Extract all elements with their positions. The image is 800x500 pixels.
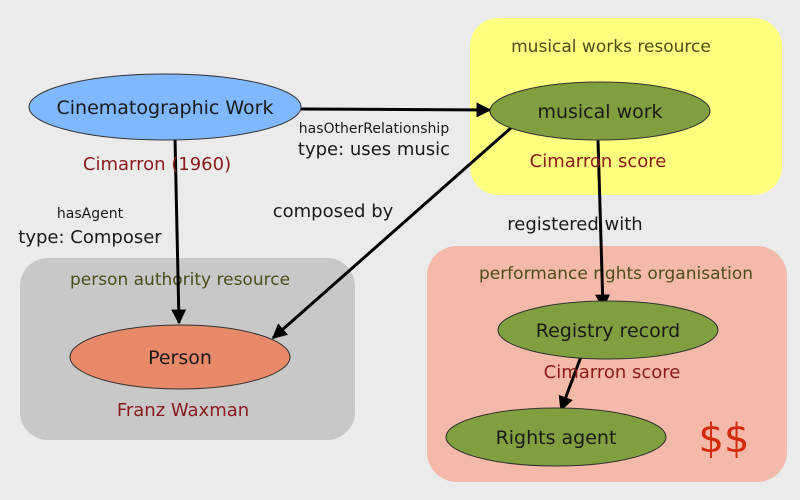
- musical-work-ellipse: [489, 81, 711, 141]
- registry-record-node: Registry record: [497, 300, 719, 360]
- cinematographic-work-label: Cinematographic Work: [57, 97, 274, 119]
- person-instance: Franz Waxman: [117, 400, 249, 421]
- has-other-relationship-label: hasOtherRelationship: [299, 121, 450, 137]
- musical-works-region-title: musical works resource: [511, 37, 711, 57]
- money-annotation: $$: [699, 416, 750, 462]
- cinematographic-work-ellipse: [28, 73, 302, 141]
- musical-work-instance: Cimarron score: [530, 151, 667, 172]
- rights-agent-ellipse: [445, 407, 667, 467]
- edge-registry-to-agent: [558, 353, 584, 412]
- registered-with-label: registered with: [507, 214, 642, 235]
- cinematographic-work-node: Cinematographic Work: [28, 73, 302, 141]
- uses-music-type-label: type: uses music: [298, 139, 450, 160]
- person-label: Person: [148, 347, 212, 369]
- person-node: Person: [69, 324, 291, 390]
- cinematographic-work-instance: Cimarron (1960): [83, 154, 231, 175]
- has-agent-label: hasAgent: [57, 206, 124, 222]
- musical-work-node: musical work: [489, 81, 711, 141]
- rights-agent-node: Rights agent: [445, 407, 667, 467]
- edge-registered-with: [595, 139, 611, 310]
- registry-record-ellipse: [497, 300, 719, 360]
- edge-has-other-relationship: [300, 102, 492, 118]
- musical-work-label: musical work: [537, 101, 662, 123]
- registry-record-instance: Cimarron score: [544, 362, 681, 383]
- performance-rights-region-title: performance rights organisation: [479, 264, 753, 284]
- person-ellipse: [69, 324, 291, 390]
- composer-type-label: type: Composer: [18, 227, 162, 248]
- person-authority-region-title: person authority resource: [70, 270, 290, 290]
- composed-by-label: composed by: [273, 201, 394, 222]
- edge-composed-by: [271, 125, 513, 340]
- rights-agent-label: Rights agent: [496, 427, 617, 449]
- edge-has-agent: [171, 137, 187, 325]
- registry-record-label: Registry record: [536, 320, 681, 342]
